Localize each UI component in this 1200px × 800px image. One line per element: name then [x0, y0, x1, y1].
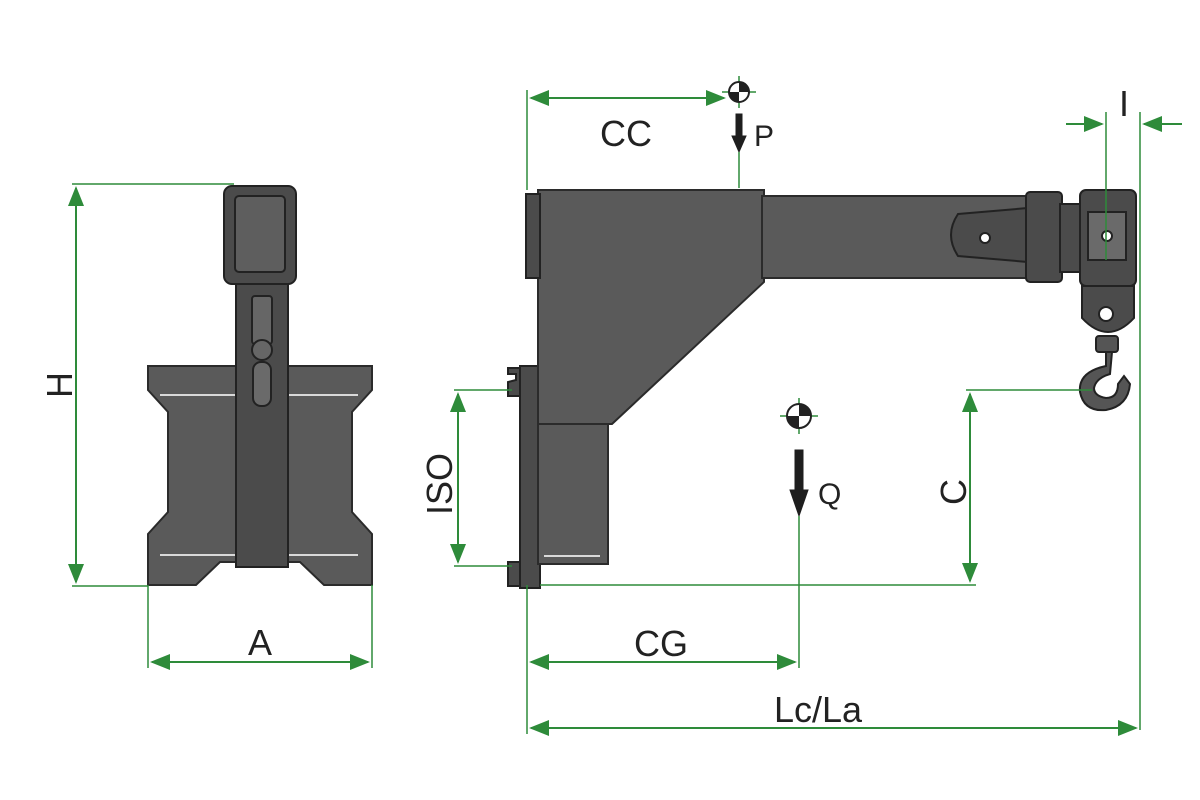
side-view: P CC I ISO Q C: [419, 76, 1182, 736]
pin-handle: [252, 361, 272, 407]
p-label: P: [754, 120, 774, 153]
lower-body: [537, 423, 609, 565]
boom-pin-hole: [979, 232, 991, 244]
h-label: H: [39, 372, 80, 398]
hook-icon: [1078, 335, 1132, 412]
p-load-arrow: [731, 113, 747, 154]
q-label: Q: [818, 478, 841, 511]
front-view: H A: [39, 183, 373, 670]
pin-housing: [251, 295, 273, 345]
end-block-pin-hole: [1101, 230, 1113, 242]
cc-label: CC: [600, 113, 652, 154]
top-tube-inner: [234, 195, 286, 273]
lc-la-label: Lc/La: [774, 689, 863, 730]
center-of-gravity-icon-q: [780, 398, 818, 434]
left-flange: [525, 193, 541, 279]
center-of-gravity-icon-p: [722, 76, 756, 108]
hook-hanger-hole: [1098, 306, 1114, 322]
main-body: [537, 189, 765, 425]
boom-collar: [1025, 191, 1063, 283]
q-load-arrow: [789, 449, 809, 518]
cg-label: CG: [634, 623, 688, 664]
pin-ring: [251, 339, 273, 361]
c-label: C: [933, 479, 974, 505]
a-label: A: [248, 622, 272, 663]
iso-label: ISO: [419, 453, 460, 515]
i-label: I: [1119, 83, 1129, 124]
